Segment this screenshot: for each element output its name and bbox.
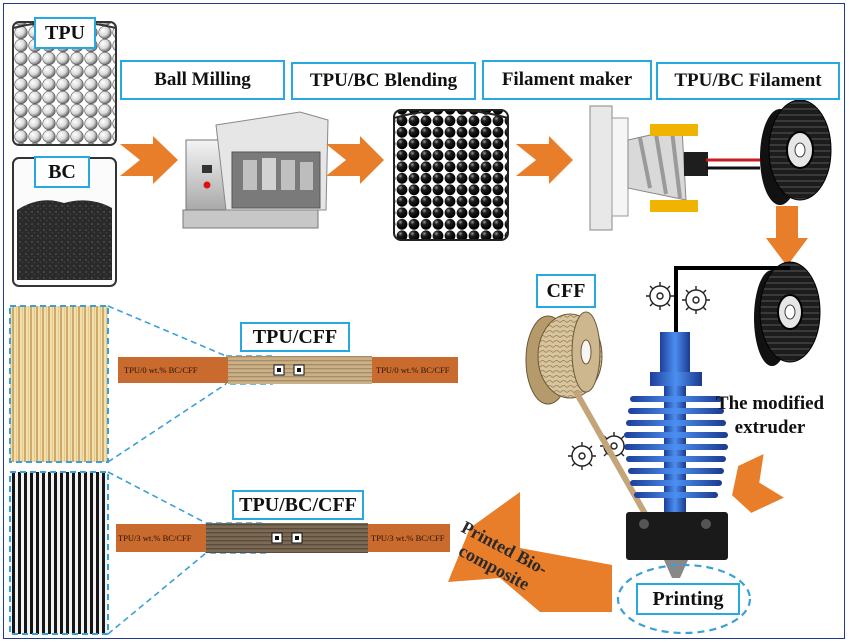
bc-powder-jar: [12, 157, 117, 287]
filament-extruder-screw: [589, 105, 760, 231]
modified-extruder-label: The modified extruder: [714, 392, 826, 440]
sample-tpu-bc-cff-label: TPU/BC/CFF: [232, 490, 364, 520]
strip1-left-tag: TPU/0 wt.% BC/CFF: [124, 365, 198, 375]
callout-lines: [107, 305, 273, 635]
cff-label: CFF: [536, 274, 596, 308]
tpu-label: TPU: [34, 17, 96, 49]
step-tpu-bc-blending: TPU/BC Blending: [291, 62, 476, 100]
arrow-down-to-feed-spool: [766, 206, 808, 266]
blended-pellet-jar: [393, 109, 509, 241]
tpu-pellet-jar: [12, 20, 117, 146]
strip2-left-tag: TPU/3 wt.% BC/CFF: [118, 533, 192, 543]
arrow-to-printing: [732, 454, 784, 513]
gear-icon: [568, 442, 596, 470]
step-tpu-bc-filament: TPU/BC Filament: [656, 62, 840, 100]
cff-fiber-spool: [525, 311, 603, 405]
tpu-bc-cff-printed-strip: [116, 523, 450, 553]
bc-label: BC: [34, 156, 90, 188]
sample-tpu-cff-label: TPU/CFF: [240, 322, 350, 352]
arrow-to-blending: [326, 136, 384, 184]
tpu-cff-printed-strip: [118, 356, 458, 384]
modified-extruder-hotend: [624, 332, 728, 578]
step-filament-maker: Filament maker: [482, 60, 652, 100]
ball-mill-machine: [182, 111, 329, 229]
strip1-right-tag: TPU/0 wt.% BC/CFF: [376, 365, 450, 375]
tpu-cff-micrograph: [9, 305, 109, 463]
tpu-bc-filament-feed-line: [674, 266, 790, 346]
gear-icon: [682, 286, 710, 314]
gear-icon: [646, 282, 674, 310]
arrow-to-ball-mill: [120, 136, 178, 184]
tpu-bc-cff-micrograph: [9, 471, 109, 635]
tpu-bc-filament-spool: [760, 99, 832, 205]
modified-extruder-label-line1: The modified: [715, 393, 825, 414]
step-ball-milling: Ball Milling: [120, 60, 285, 100]
figure-frame: [3, 3, 845, 639]
printing-dashed-circle: [616, 563, 752, 635]
modified-extruder-label-line2: extruder: [734, 417, 806, 438]
strip2-right-tag: TPU/3 wt.% BC/CFF: [371, 533, 445, 543]
arrow-to-printed-biocomposite: [448, 492, 612, 612]
printing-label: Printing: [636, 583, 740, 615]
feed-filament-spool: [754, 261, 821, 366]
arrow-to-filament-maker: [516, 136, 573, 184]
